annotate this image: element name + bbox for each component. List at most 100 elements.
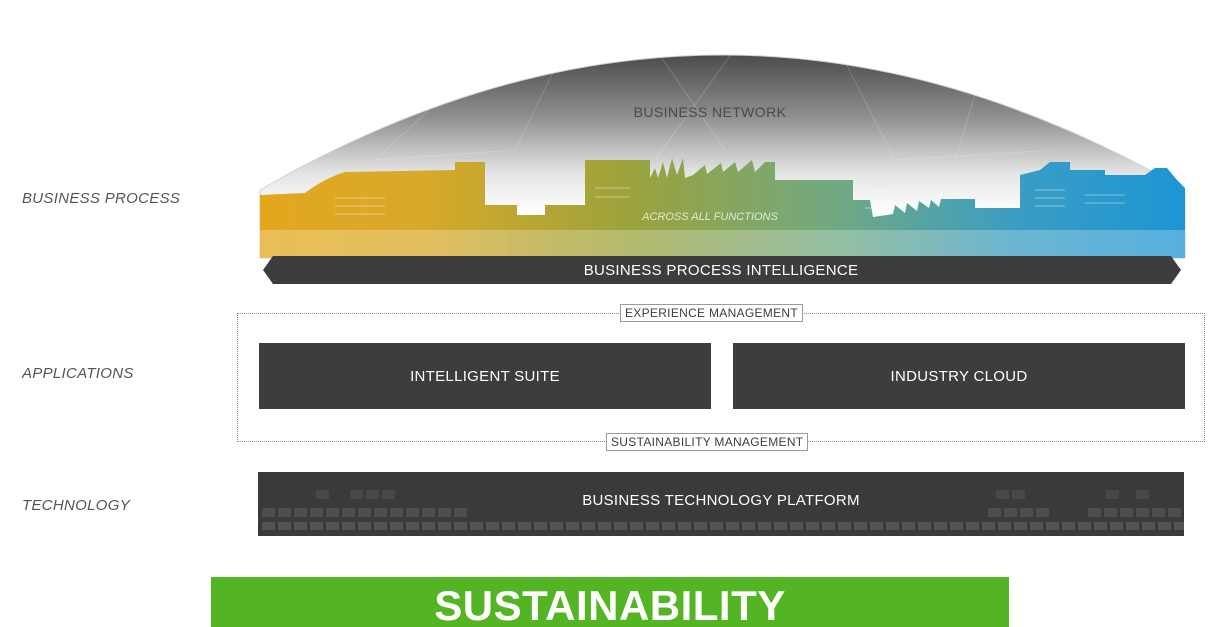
platform-block: [1136, 508, 1149, 517]
platform-block: [374, 508, 387, 517]
platform-block: [406, 522, 419, 530]
platform-block: [358, 508, 371, 517]
platform-block: [486, 522, 499, 530]
platform-block: [1030, 522, 1043, 530]
business-technology-platform: BUSINESS TECHNOLOGY PLATFORM: [258, 472, 1184, 536]
platform-block: [646, 522, 659, 530]
platform-block: [342, 522, 355, 530]
skyline-window-lines: [335, 187, 1125, 215]
platform-block: [774, 522, 787, 530]
platform-block: [806, 522, 819, 530]
platform-block: [390, 508, 403, 517]
platform-block: [838, 522, 851, 530]
sustainability-management-tag: SUSTAINABILITY MANAGEMENT: [606, 433, 809, 451]
intelligent-suite-box: INTELLIGENT SUITE: [259, 343, 711, 409]
platform-block: [374, 522, 387, 530]
platform-block: [422, 508, 435, 517]
platform-block-pattern: [262, 490, 1184, 530]
platform-block: [822, 522, 835, 530]
platform-block: [1094, 522, 1107, 530]
platform-block: [262, 508, 275, 517]
platform-block: [902, 522, 915, 530]
platform-block: [422, 522, 435, 530]
platform-block: [1046, 522, 1059, 530]
platform-block: [366, 490, 379, 499]
platform-block: [310, 508, 323, 517]
bpi-arrow: [263, 256, 1181, 284]
across-functions-label: ACROSS ALL FUNCTIONS: [642, 211, 778, 223]
platform-block: [1062, 522, 1075, 530]
platform-block: [614, 522, 627, 530]
platform-block: [1014, 522, 1027, 530]
platform-block: [262, 522, 275, 530]
platform-block: [316, 490, 329, 499]
platform-block: [294, 522, 307, 530]
platform-block: [390, 522, 403, 530]
platform-block: [630, 522, 643, 530]
network-nodes: [442, 32, 988, 98]
platform-block: [598, 522, 611, 530]
platform-block: [310, 522, 323, 530]
platform-block: [886, 522, 899, 530]
platform-block: [342, 508, 355, 517]
platform-block: [1168, 508, 1181, 517]
platform-block: [502, 522, 515, 530]
platform-block: [350, 490, 363, 499]
intelligent-suite-label: INTELLIGENT SUITE: [410, 367, 560, 385]
platform-block: [1158, 522, 1171, 530]
platform-block: [1088, 508, 1101, 517]
platform-block: [710, 522, 723, 530]
platform-block: [582, 522, 595, 530]
platform-block: [294, 508, 307, 517]
platform-block: [454, 522, 467, 530]
platform-block: [518, 522, 531, 530]
platform-block: [534, 522, 547, 530]
network-connection-lines: [314, 34, 1136, 161]
platform-block: [998, 522, 1011, 530]
platform-block: [326, 522, 339, 530]
platform-block: [1104, 508, 1117, 517]
platform-block: [1020, 508, 1033, 517]
platform-block: [1174, 522, 1184, 530]
experience-management-tag: EXPERIENCE MANAGEMENT: [620, 304, 803, 322]
platform-block: [438, 522, 451, 530]
row-label-business-process: BUSINESS PROCESS: [22, 190, 181, 207]
platform-block: [550, 522, 563, 530]
platform-block: [278, 522, 291, 530]
platform-block: [1110, 522, 1123, 530]
platform-block: [1078, 522, 1091, 530]
platform-block: [854, 522, 867, 530]
row-label-technology: TECHNOLOGY: [22, 497, 131, 514]
dome-base: [260, 230, 1185, 258]
platform-block: [382, 490, 395, 499]
platform-block: [470, 522, 483, 530]
btp-label: BUSINESS TECHNOLOGY PLATFORM: [582, 491, 860, 509]
platform-block: [454, 508, 467, 517]
platform-block: [438, 508, 451, 517]
platform-block: [918, 522, 931, 530]
platform-block: [870, 522, 883, 530]
business-network-graphic: [259, 32, 1186, 284]
platform-block: [966, 522, 979, 530]
platform-block: [790, 522, 803, 530]
platform-block: [1106, 490, 1119, 499]
platform-block: [742, 522, 755, 530]
platform-block: [982, 522, 995, 530]
platform-block: [726, 522, 739, 530]
platform-block: [1142, 522, 1155, 530]
sustainability-banner: SUSTAINABILITY: [211, 577, 1009, 627]
platform-block: [1126, 522, 1139, 530]
platform-block: [406, 508, 419, 517]
row-label-applications: APPLICATIONS: [22, 365, 134, 382]
platform-block: [758, 522, 771, 530]
platform-block: [662, 522, 675, 530]
platform-block: [996, 490, 1009, 499]
platform-block: [934, 522, 947, 530]
platform-block: [278, 508, 291, 517]
platform-block: [1036, 508, 1049, 517]
platform-block: [694, 522, 707, 530]
platform-block: [326, 508, 339, 517]
platform-block: [1120, 508, 1133, 517]
platform-block: [1136, 490, 1149, 499]
business-network-title: BUSINESS NETWORK: [633, 104, 787, 120]
